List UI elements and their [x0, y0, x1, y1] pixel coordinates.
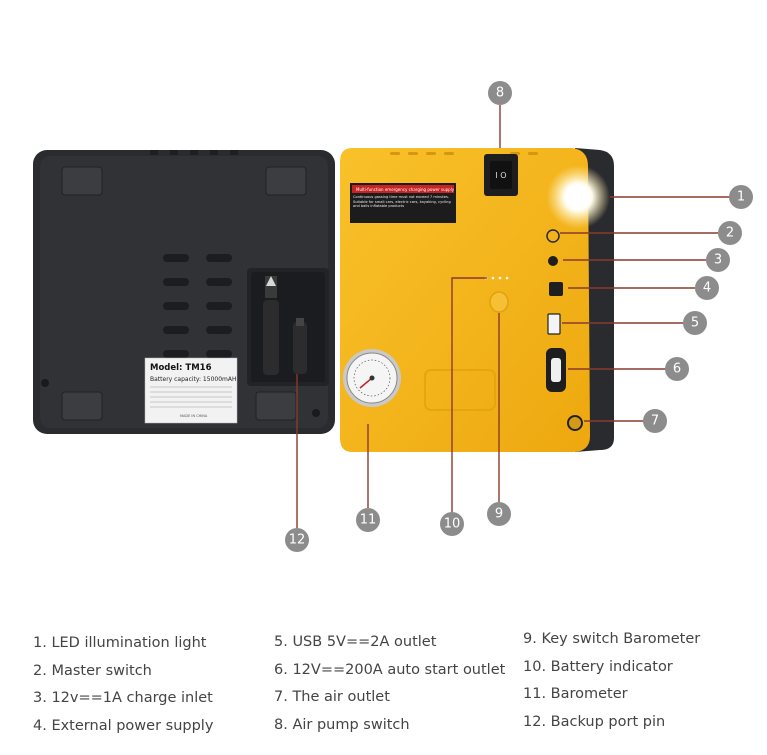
- callout-number: 8: [496, 86, 504, 101]
- callout-7: [643, 409, 667, 433]
- legend-item: 4. External power supply: [33, 717, 214, 734]
- callout-9: [487, 502, 511, 526]
- sticker-title: Multi-function emergency charging power …: [356, 187, 455, 192]
- callout-number: 12: [289, 533, 306, 548]
- callout-number: 2: [726, 226, 734, 241]
- device-back: Model: TM16 Battery capacity: 15000mAH M…: [33, 150, 335, 434]
- callout-12: [285, 528, 309, 552]
- sticker-text: Continuous gassing time must not exceed …: [353, 195, 451, 209]
- device-front: Multi-function emergency charging power …: [340, 148, 614, 452]
- legend-item: 5. USB 5V==2A outlet: [274, 634, 437, 650]
- callout-number: 9: [495, 507, 503, 522]
- origin-label: MADE IN CHINA: [180, 414, 208, 418]
- legend-column-3: 9. Key switch Barometer 10. Battery indi…: [523, 626, 700, 736]
- legend-item: 10. Battery indicator: [523, 658, 673, 675]
- legend-item: 1. LED illumination light: [33, 635, 207, 651]
- legend-item: 8. Air pump switch: [274, 716, 410, 733]
- dc-outlet-icon: [549, 282, 563, 296]
- callout-10: [440, 512, 464, 536]
- callout-11: [356, 508, 380, 532]
- legend-column-1: 1. LED illumination light 2. Master swit…: [33, 630, 213, 740]
- air-pump-switch[interactable]: I O: [484, 154, 518, 196]
- side-ports: [546, 229, 583, 431]
- callout-1: [729, 185, 753, 209]
- callout-3: [706, 248, 730, 272]
- legend-item: 11. Barometer: [523, 686, 628, 702]
- callout-4: [695, 276, 719, 300]
- callout-5: [683, 311, 707, 335]
- master-switch-icon[interactable]: [546, 229, 560, 243]
- barometer-icon: [343, 349, 401, 407]
- callout-numbers: 1 2 3 4 5 6 7 8 9 10 11 12: [289, 86, 745, 548]
- callout-2: [718, 221, 742, 245]
- callout-6: [665, 357, 689, 381]
- switch-label: I O: [495, 171, 506, 180]
- capacity-label: Battery capacity: 15000mAH: [150, 376, 236, 383]
- callout-number: 6: [673, 362, 681, 377]
- callout-8: [488, 81, 512, 105]
- backup-pin-icon: [263, 276, 307, 375]
- callout-number: 11: [360, 513, 377, 528]
- leader-lines: [296, 105, 730, 528]
- usb-outlet-icon: [547, 313, 561, 335]
- legend-item: 7. The air outlet: [274, 689, 390, 705]
- air-outlet-icon: [567, 415, 583, 431]
- callout-number: 4: [703, 281, 711, 296]
- legend-column-2: 5. USB 5V==2A outlet 6. 12V==200A auto s…: [274, 629, 505, 739]
- legend-item: 2. Master switch: [33, 662, 152, 679]
- callout-number: 7: [651, 414, 659, 429]
- callout-number: 3: [714, 253, 722, 268]
- legend-item: 12. Backup port pin: [523, 713, 666, 730]
- legend-item: 6. 12V==200A auto start outlet: [274, 661, 506, 678]
- legend-item: 3. 12v==1A charge inlet: [33, 690, 213, 706]
- model-label: Model: TM16: [150, 363, 212, 373]
- callout-number: 10: [444, 517, 461, 532]
- legend-item: 9. Key switch Barometer: [523, 631, 701, 647]
- product-photo: Model: TM16 Battery capacity: 15000mAH M…: [33, 81, 753, 552]
- key-switch-button[interactable]: [489, 291, 509, 313]
- callout-number: 5: [691, 316, 699, 331]
- callouts: [285, 81, 753, 552]
- callout-number: 1: [737, 190, 745, 205]
- charge-inlet-icon: [548, 256, 558, 266]
